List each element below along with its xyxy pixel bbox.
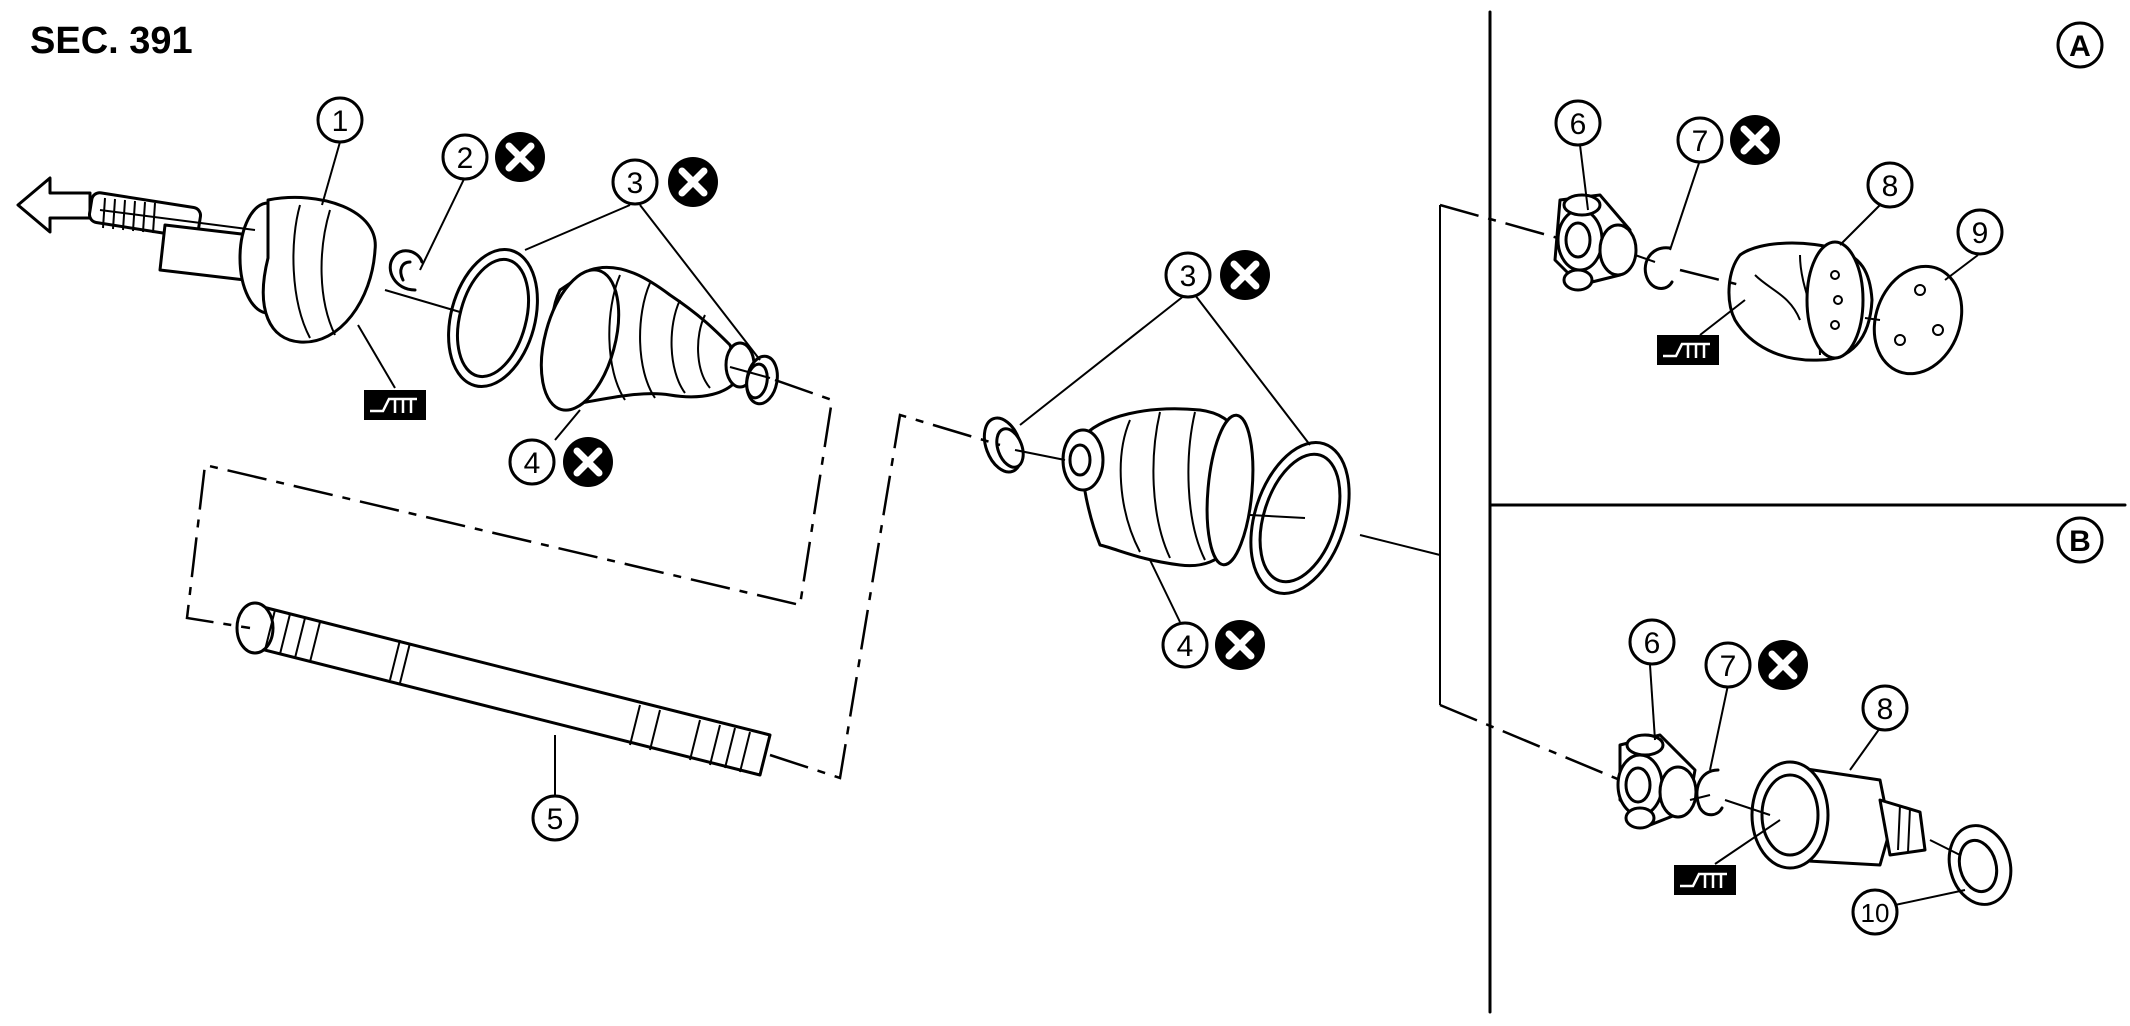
svg-text:5: 5 bbox=[547, 803, 564, 836]
callout-9: 9 bbox=[1956, 208, 2004, 256]
view-label-a-text: A bbox=[2069, 30, 2091, 63]
callout-7: 7 bbox=[1676, 116, 1724, 164]
callout-10: 10 bbox=[1851, 888, 1899, 936]
view-b-snap-ring bbox=[1695, 768, 1724, 817]
x-mark-icon bbox=[563, 437, 613, 487]
arrow-left-icon bbox=[16, 176, 92, 234]
view-b-dust-shield bbox=[1947, 824, 2013, 906]
boot-band-large-left bbox=[447, 248, 539, 388]
callout-2: 2 bbox=[441, 133, 489, 181]
x-mark-icon bbox=[1758, 640, 1808, 690]
view-b-housing bbox=[1750, 760, 1927, 870]
callout-7: 7 bbox=[1704, 641, 1752, 689]
svg-text:4: 4 bbox=[1177, 630, 1194, 663]
svg-text:7: 7 bbox=[1720, 650, 1737, 683]
outer-joint-assembly bbox=[87, 191, 377, 344]
grease-symbol-icon bbox=[357, 324, 428, 422]
svg-text:3: 3 bbox=[627, 167, 644, 200]
callout-8: 8 bbox=[1861, 684, 1909, 732]
svg-text:4: 4 bbox=[524, 447, 541, 480]
x-mark-icon bbox=[1220, 250, 1270, 300]
callout-8: 8 bbox=[1866, 161, 1914, 209]
svg-text:1: 1 bbox=[332, 105, 349, 138]
x-mark-icon bbox=[668, 157, 718, 207]
grease-symbol-icon bbox=[1655, 299, 1746, 367]
view-a-cover-plate bbox=[1872, 264, 1964, 376]
callout-5: 5 bbox=[531, 794, 579, 842]
callout-3: 3 bbox=[611, 158, 659, 206]
boot-band-small-right bbox=[982, 416, 1025, 474]
svg-text:3: 3 bbox=[1180, 260, 1197, 293]
svg-text:6: 6 bbox=[1644, 627, 1661, 660]
assembly-lines bbox=[99, 203, 1621, 782]
svg-text:8: 8 bbox=[1877, 693, 1894, 726]
view-a-snap-ring bbox=[1643, 246, 1674, 290]
callouts: 1 2 3 4 5 3 4 6 7 8 9 6 7 8 10 bbox=[316, 96, 2004, 936]
callout-4: 4 bbox=[1161, 621, 1209, 669]
leader-lines bbox=[321, 141, 1979, 906]
view-label-b: B bbox=[2056, 516, 2104, 564]
svg-text:2: 2 bbox=[457, 142, 474, 175]
view-label-a: A bbox=[2056, 21, 2104, 69]
x-mark-icon bbox=[1730, 115, 1780, 165]
section-label: SEC. 391 bbox=[30, 20, 193, 62]
callout-3: 3 bbox=[1164, 251, 1212, 299]
svg-text:10: 10 bbox=[1861, 898, 1890, 928]
view-a-housing bbox=[1727, 240, 1874, 362]
callout-4: 4 bbox=[508, 438, 556, 486]
view-b-spider bbox=[1616, 733, 1698, 830]
snap-ring-2 bbox=[388, 249, 424, 292]
svg-text:7: 7 bbox=[1692, 125, 1709, 158]
callout-1: 1 bbox=[316, 96, 364, 144]
view-label-b-text: B bbox=[2069, 525, 2091, 558]
boot-right bbox=[1061, 407, 1255, 568]
view-a-spider bbox=[1553, 193, 1638, 292]
x-mark-icon bbox=[1215, 620, 1265, 670]
drive-shaft bbox=[235, 601, 772, 777]
svg-text:8: 8 bbox=[1882, 170, 1899, 203]
svg-text:6: 6 bbox=[1570, 108, 1587, 141]
grease-symbol-icon bbox=[1672, 819, 1781, 897]
x-mark-icon bbox=[495, 132, 545, 182]
boot-left bbox=[539, 265, 756, 412]
callout-6: 6 bbox=[1554, 99, 1602, 147]
callout-6: 6 bbox=[1628, 618, 1676, 666]
svg-text:9: 9 bbox=[1972, 217, 1989, 250]
